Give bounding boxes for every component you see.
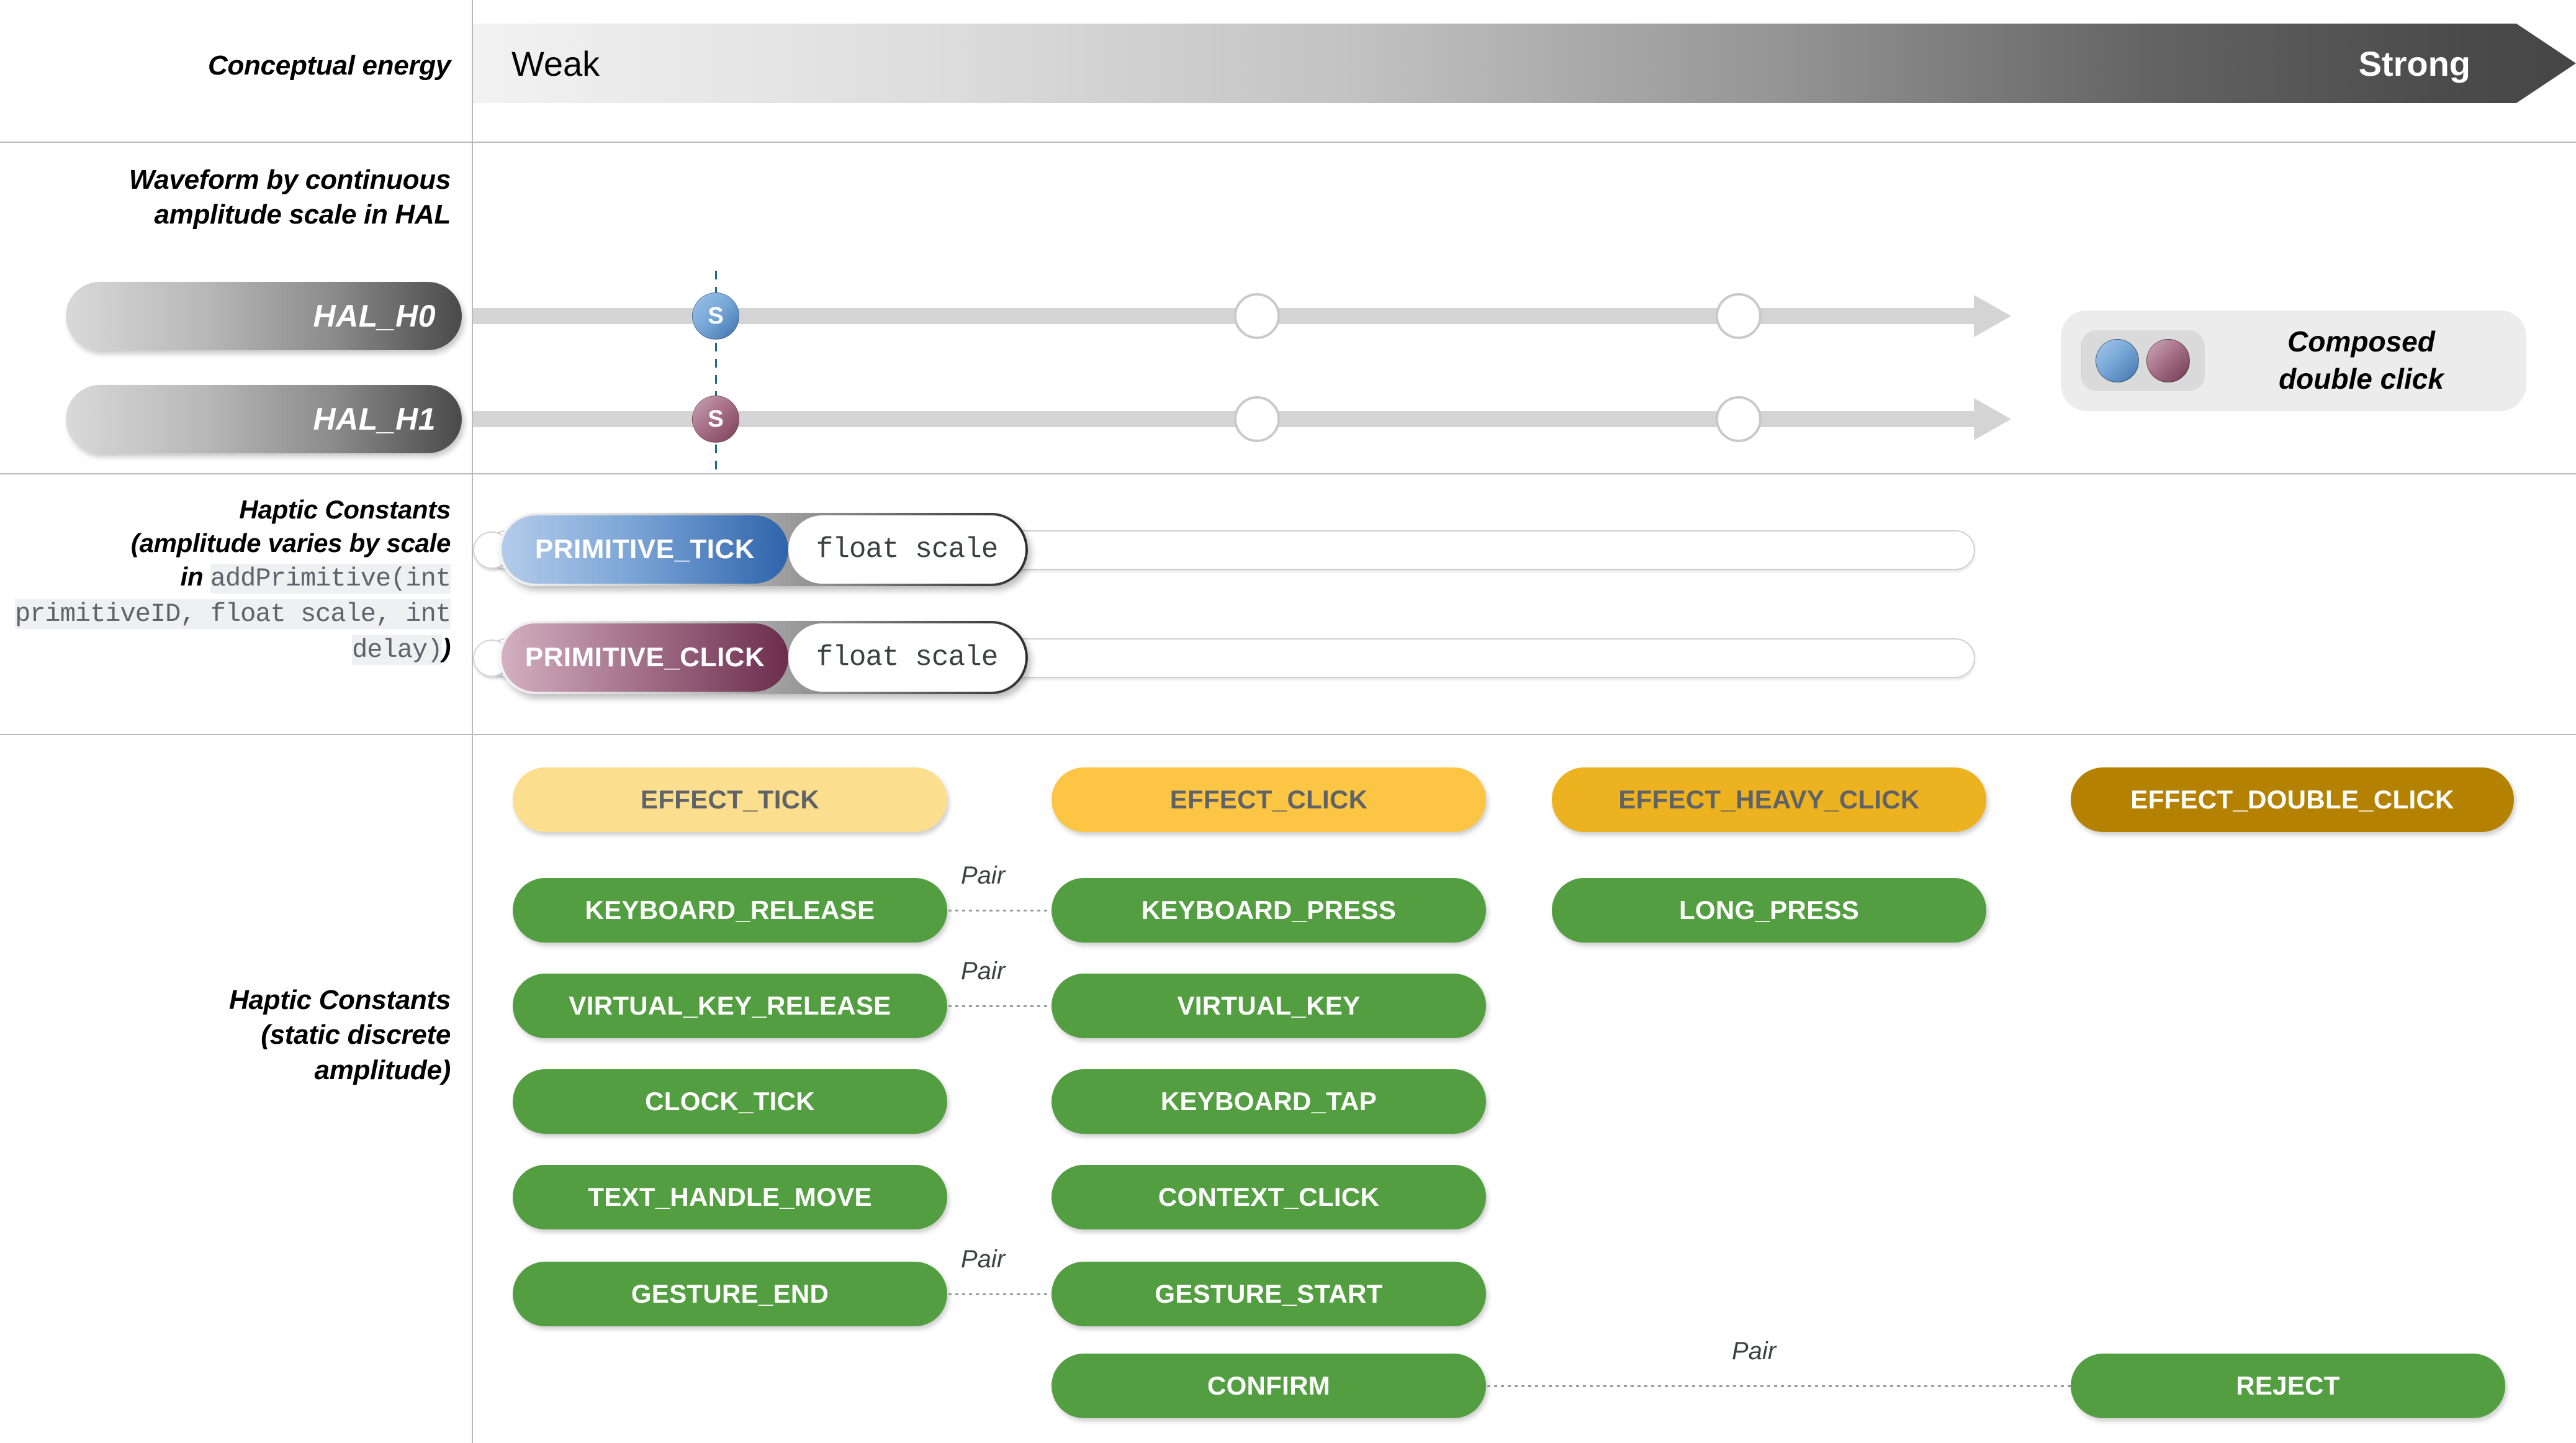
- hal-h1-pill: HAL_H1: [66, 385, 462, 453]
- energy-strong-label: Strong: [2358, 43, 2470, 83]
- haptic-varies-in-word: in: [180, 561, 210, 591]
- primitive-tick-arg: float scale: [788, 515, 1025, 584]
- chip-effect-double-click[interactable]: EFFECT_DOUBLE_CLICK: [2071, 767, 2514, 832]
- composed-label-line1: Composed: [2287, 325, 2435, 358]
- scale-guide-line-mid: [715, 343, 717, 402]
- primitive-click-slider-row[interactable]: PRIMITIVE_CLICK float scale: [473, 621, 1975, 695]
- composed-label: Composed double click: [2205, 323, 2526, 398]
- chip-confirm[interactable]: CONFIRM: [1052, 1354, 1486, 1418]
- section-divider-2: [0, 473, 2576, 474]
- hal-h1-track-arrow-icon: [1974, 398, 2011, 440]
- pair-label-virtual-key: Pair: [961, 957, 1006, 985]
- row-label-conceptual-energy: Conceptual energy: [0, 48, 451, 83]
- row-label-haptic-constants-scaled: Haptic Constants (amplitude varies by sc…: [0, 493, 451, 667]
- chip-gesture-end[interactable]: GESTURE_END: [513, 1262, 947, 1326]
- scale-guide-line-bottom: [715, 445, 717, 476]
- pair-connector-keyboard: [948, 910, 1050, 911]
- chip-virtual-key[interactable]: VIRTUAL_KEY: [1052, 974, 1486, 1038]
- haptic-varies-line1: Haptic Constants: [239, 495, 451, 524]
- composed-dot-tick-icon: [2096, 339, 2139, 382]
- pair-connector-confirm-reject: [1487, 1385, 2071, 1387]
- hal-h0-label: HAL_H0: [313, 299, 436, 333]
- chip-long-press[interactable]: LONG_PRESS: [1552, 878, 1986, 943]
- composed-dot-click-icon: [2146, 339, 2190, 382]
- section-divider-3: [0, 734, 2576, 735]
- hal-h0-node-high: [1716, 293, 1762, 339]
- energy-weak-label: Weak: [511, 43, 600, 83]
- chip-keyboard-release[interactable]: KEYBOARD_RELEASE: [513, 878, 947, 943]
- section-divider-1: [0, 142, 2576, 143]
- haptic-static-line3: amplitude): [314, 1054, 451, 1085]
- hal-h1-scale-marker[interactable]: S: [692, 396, 739, 443]
- hal-h1-node-high: [1716, 396, 1762, 442]
- hal-h0-node-mid: [1234, 293, 1280, 339]
- chip-effect-tick[interactable]: EFFECT_TICK: [513, 767, 947, 832]
- haptic-varies-line3: in addPrimitive(int primitiveID, float s…: [0, 560, 451, 667]
- primitive-tick-label: PRIMITIVE_TICK: [502, 515, 788, 584]
- haptic-varies-line2: (amplitude varies by scale: [130, 528, 451, 558]
- pair-connector-gesture: [948, 1293, 1050, 1295]
- chip-virtual-key-release[interactable]: VIRTUAL_KEY_RELEASE: [513, 974, 947, 1038]
- composed-swatch-icon: [2081, 330, 2205, 391]
- chip-keyboard-tap[interactable]: KEYBOARD_TAP: [1052, 1069, 1486, 1134]
- chip-reject[interactable]: REJECT: [2071, 1354, 2505, 1418]
- hal-h0-track-arrow-icon: [1974, 295, 2011, 337]
- waveform-label-line1: Waveform by continuous: [128, 165, 451, 195]
- chip-gesture-start[interactable]: GESTURE_START: [1052, 1262, 1486, 1326]
- pair-label-keyboard: Pair: [961, 862, 1006, 889]
- pair-label-gesture: Pair: [961, 1246, 1006, 1273]
- chip-keyboard-press[interactable]: KEYBOARD_PRESS: [1052, 878, 1486, 943]
- pair-label-confirm-reject: Pair: [1732, 1337, 1777, 1365]
- pair-connector-virtual-key: [948, 1005, 1050, 1007]
- primitive-click-capsule[interactable]: PRIMITIVE_CLICK float scale: [499, 621, 1028, 694]
- conceptual-energy-text: Conceptual energy: [208, 50, 451, 81]
- row-label-waveform: Waveform by continuous amplitude scale i…: [0, 163, 451, 233]
- primitive-tick-capsule[interactable]: PRIMITIVE_TICK float scale: [499, 513, 1028, 586]
- label-column-divider: [472, 0, 473, 1443]
- add-primitive-signature-code: addPrimitive(int primitiveID, float scal…: [15, 563, 451, 665]
- hal-h1-node-mid: [1234, 396, 1280, 442]
- hal-h0-pill: HAL_H0: [66, 282, 462, 350]
- chip-clock-tick[interactable]: CLOCK_TICK: [513, 1069, 947, 1134]
- haptic-varies-close-paren: ): [442, 633, 451, 663]
- chip-effect-heavy-click[interactable]: EFFECT_HEAVY_CLICK: [1552, 767, 1986, 832]
- primitive-tick-slider-row[interactable]: PRIMITIVE_TICK float scale: [473, 513, 1975, 587]
- conceptual-energy-arrow: Weak Strong: [473, 24, 2576, 103]
- row-label-haptic-constants-static: Haptic Constants (static discrete amplit…: [0, 983, 451, 1088]
- waveform-label-line2: amplitude scale in HAL: [154, 199, 451, 230]
- chip-context-click[interactable]: CONTEXT_CLICK: [1052, 1165, 1486, 1229]
- primitive-click-label: PRIMITIVE_CLICK: [502, 623, 788, 692]
- composed-double-click-chip: Composed double click: [2061, 310, 2526, 411]
- chip-effect-click[interactable]: EFFECT_CLICK: [1052, 767, 1486, 832]
- hal-h1-label: HAL_H1: [313, 402, 436, 437]
- hal-h0-scale-marker[interactable]: S: [692, 292, 739, 340]
- haptic-static-line1: Haptic Constants: [228, 985, 451, 1015]
- chip-text-handle-move[interactable]: TEXT_HANDLE_MOVE: [513, 1165, 947, 1229]
- primitive-click-arg: float scale: [788, 623, 1025, 692]
- haptic-static-line2: (static discrete: [261, 1020, 451, 1051]
- composed-label-line2: double click: [2279, 363, 2444, 395]
